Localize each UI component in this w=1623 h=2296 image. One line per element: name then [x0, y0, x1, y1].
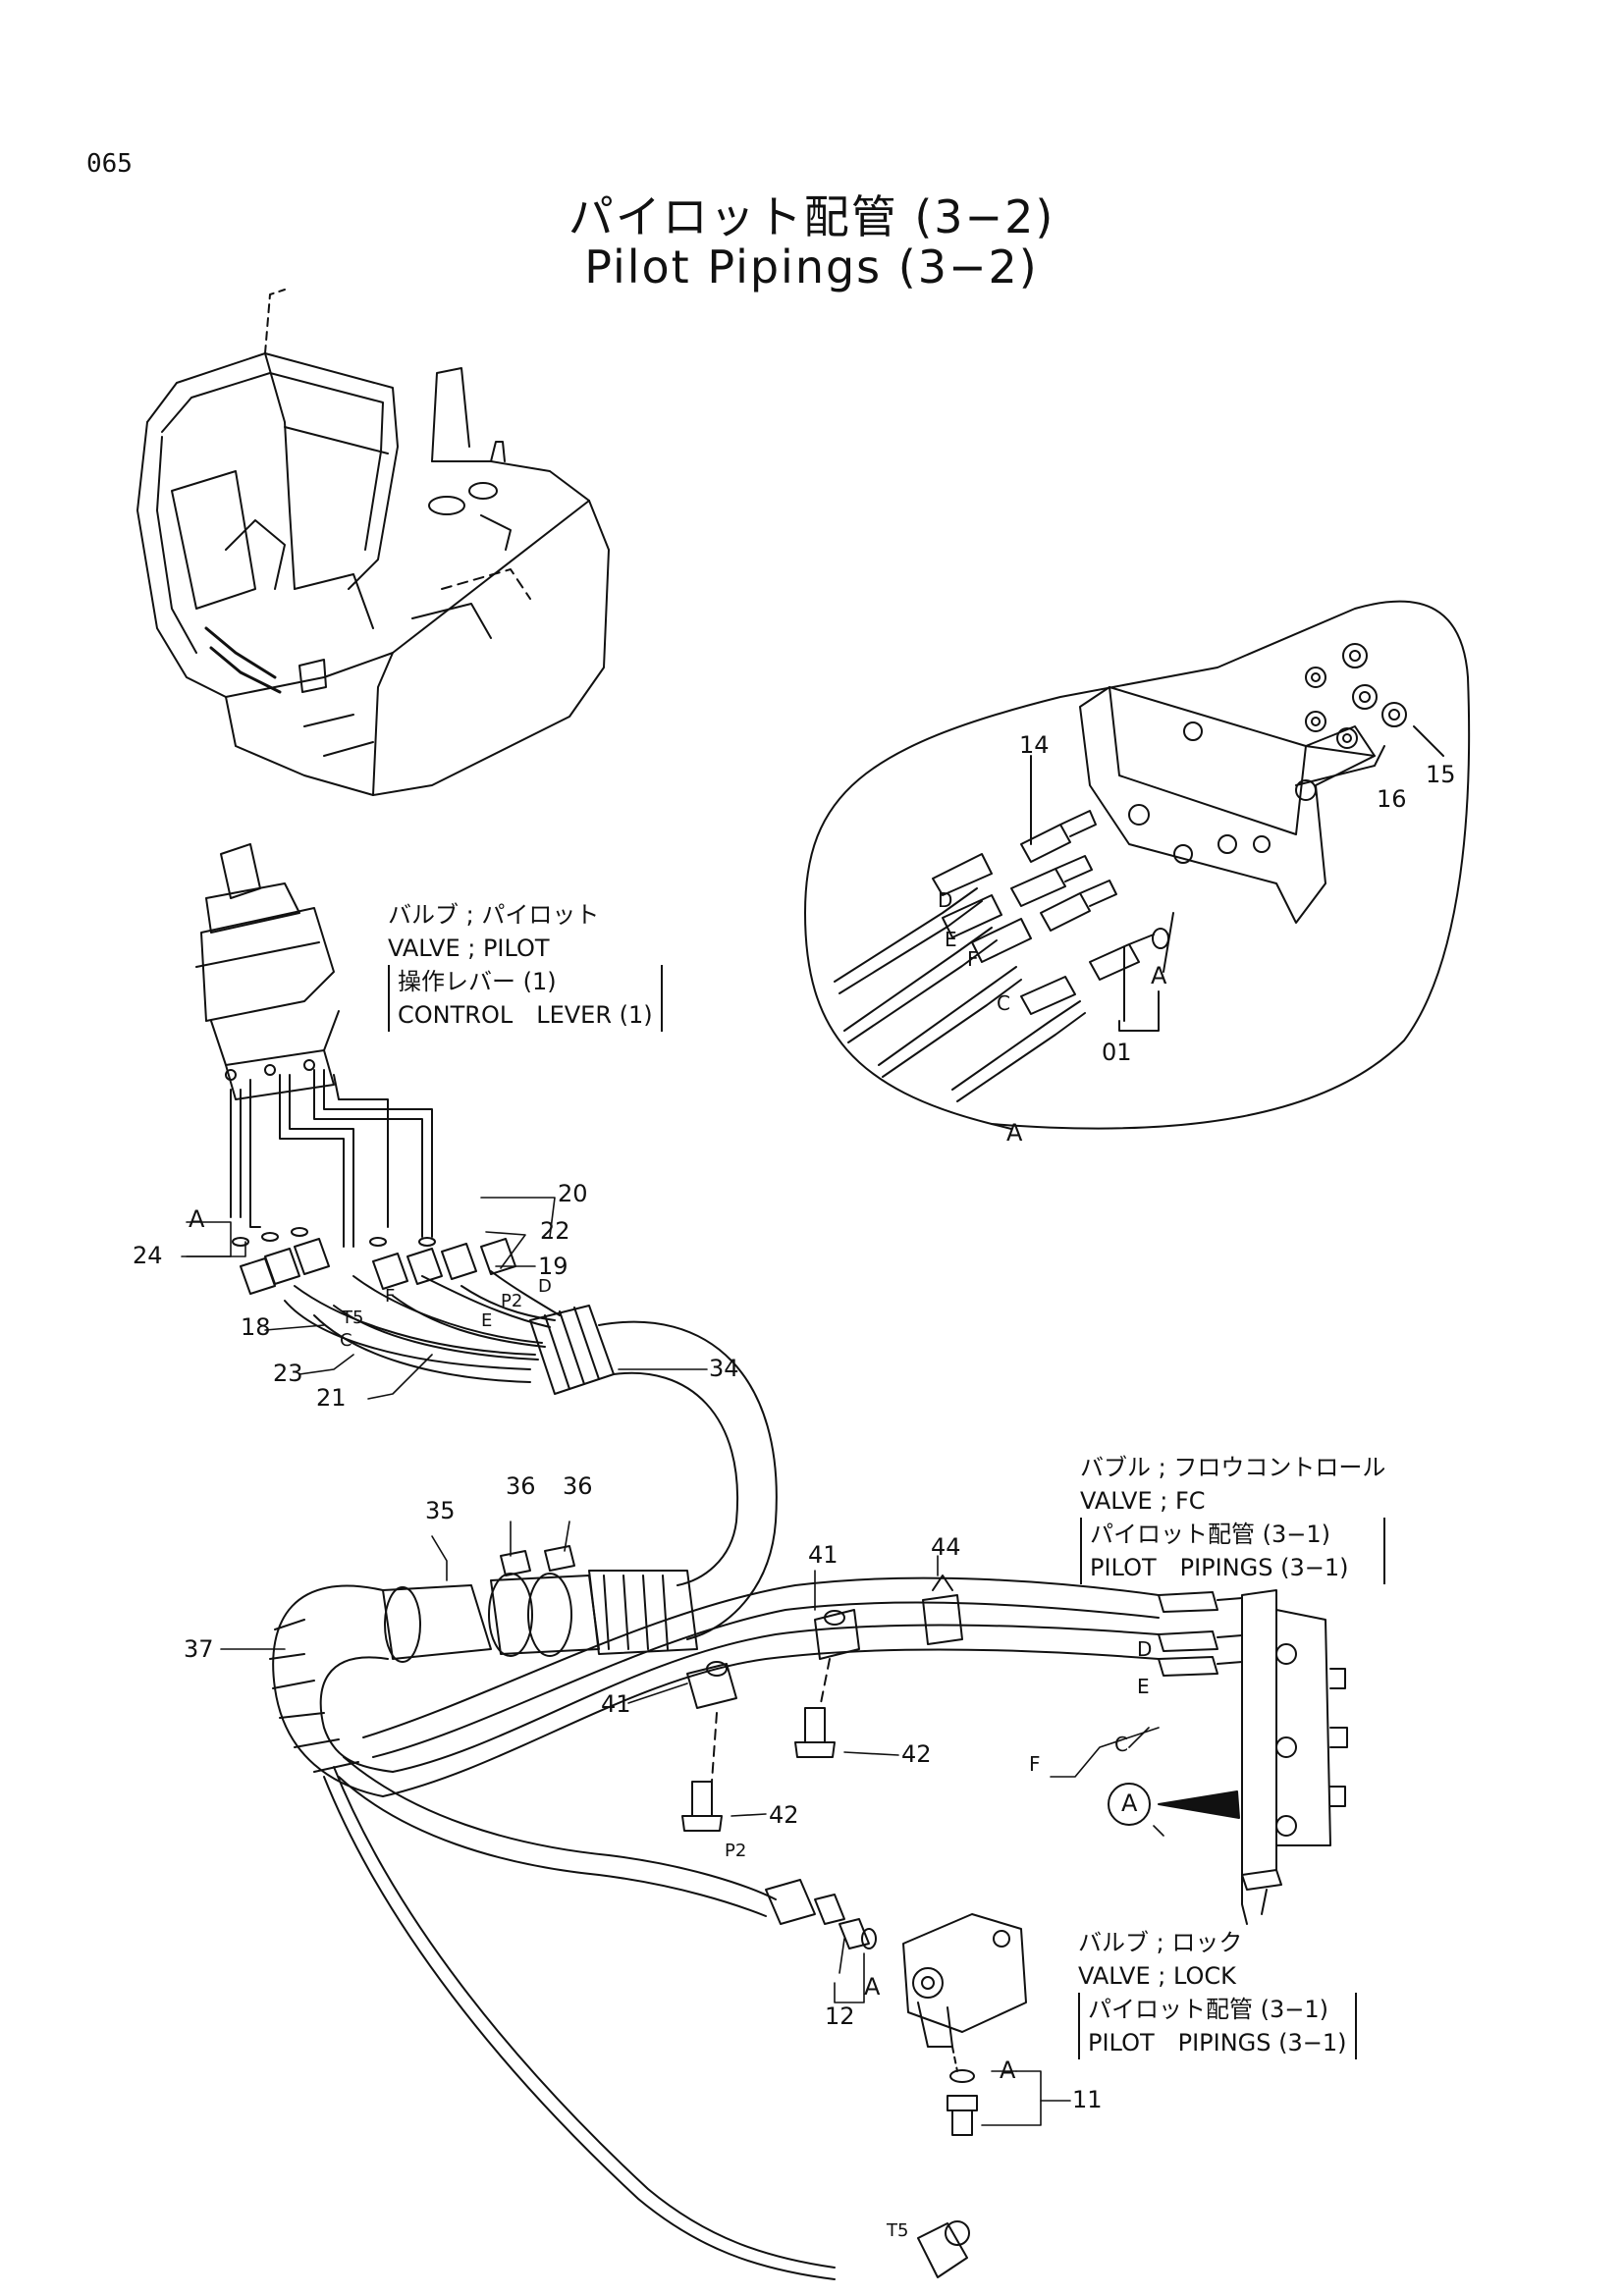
callout-21: 21: [316, 1384, 347, 1412]
hose-letter-t5-lower: T5: [887, 2220, 909, 2241]
callout-12: 12: [825, 2002, 855, 2030]
page-title-japanese: パイロット配管 (3−2): [568, 190, 1055, 243]
hose-letter-p2-upper: P2: [501, 1291, 523, 1311]
callout-41-lower: 41: [601, 1690, 631, 1718]
callout-37: 37: [184, 1635, 214, 1663]
port-letter-a-left: A: [189, 1205, 205, 1233]
hose-letter-f-fc: F: [1029, 1752, 1041, 1776]
hose-letter-d-upper: D: [538, 1276, 552, 1297]
callout-36-right: 36: [563, 1472, 593, 1500]
port-letter-a-lock-lower: A: [1000, 2056, 1016, 2084]
label-valve-pilot: バルブ ; パイロット VALVE ; PILOT 操作レバー (1) CONT…: [388, 898, 663, 1032]
view-letter-a-bottom: A: [1006, 1119, 1023, 1147]
label-valve-lock-en: VALVE ; LOCK: [1078, 1962, 1236, 1990]
hose-letter-p2-lower: P2: [725, 1841, 747, 1861]
label-valve-fc-en: VALVE ; FC: [1080, 1487, 1206, 1515]
callout-leader-lines: [182, 1198, 1163, 2125]
hose-letter-f-upper: F: [385, 1286, 396, 1307]
label-valve-lock-jp: バルブ ; ロック: [1078, 1929, 1243, 1956]
label-valve-pilot-en: VALVE ; PILOT: [388, 934, 550, 962]
pilot-valve-illustration: [196, 844, 515, 1294]
callout-14: 14: [1019, 731, 1050, 759]
label-valve-lock-ref: パイロット配管 (3−1) PILOT PIPINGS (3−1): [1078, 1993, 1357, 2059]
callout-41-upper: 41: [808, 1541, 839, 1569]
callout-22: 22: [540, 1217, 570, 1245]
callout-36-left: 36: [506, 1472, 536, 1500]
label-valve-fc-ref-en: PILOT PIPINGS (3−1): [1090, 1554, 1349, 1581]
hose-letter-c-fc: C: [1114, 1733, 1128, 1756]
label-valve-fc: バブル ; フロウコントロール VALVE ; FC パイロット配管 (3−1)…: [1080, 1451, 1386, 1584]
label-valve-lock-ref-en: PILOT PIPINGS (3−1): [1088, 2029, 1347, 2056]
label-valve-pilot-jp: バルブ ; パイロット: [388, 901, 600, 929]
view-a-arrow: [1109, 1784, 1239, 1825]
callout-01: 01: [1102, 1039, 1132, 1066]
callout-42-lower: 42: [769, 1801, 799, 1829]
hose-letter-e-fc: E: [1137, 1675, 1150, 1698]
label-valve-lock: バルブ ; ロック VALVE ; LOCK パイロット配管 (3−1) PIL…: [1078, 1926, 1357, 2059]
callout-20: 20: [558, 1180, 588, 1207]
port-letter-a-detail: A: [1151, 962, 1167, 989]
hose-letter-d-fc: D: [1137, 1637, 1153, 1661]
detail-view-a: [805, 602, 1469, 1129]
fc-valve-illustration: [1159, 1590, 1347, 1924]
callout-42-upper: 42: [901, 1740, 932, 1768]
lock-valve-illustration: [862, 1914, 1026, 2135]
callout-15: 15: [1426, 761, 1456, 788]
hose-letter-c-upper: C: [340, 1330, 352, 1351]
label-valve-lock-ref-jp: パイロット配管 (3−1): [1088, 1996, 1329, 2023]
port-letter-a-lock: A: [864, 1973, 881, 2001]
callout-35: 35: [425, 1497, 456, 1524]
label-valve-pilot-ref: 操作レバー (1) CONTROL LEVER (1): [388, 965, 663, 1032]
label-valve-pilot-ref-en: CONTROL LEVER (1): [398, 1001, 653, 1029]
hose-bundle-main: [270, 1546, 1159, 2279]
callout-11: 11: [1072, 2086, 1103, 2113]
page-number: 065: [86, 149, 133, 179]
hose-bundle-upper: [285, 1271, 777, 1639]
hose-letter-f-detail: F: [967, 947, 979, 971]
label-valve-fc-jp: バブル ; フロウコントロール: [1080, 1454, 1386, 1481]
hose-letter-e-detail: E: [945, 928, 957, 951]
view-a-arrow-letter: A: [1121, 1789, 1138, 1817]
label-valve-fc-ref: パイロット配管 (3−1) PILOT PIPINGS (3−1): [1080, 1518, 1386, 1584]
callout-34: 34: [709, 1355, 739, 1382]
callout-16: 16: [1377, 785, 1407, 813]
hose-letter-d-detail: D: [938, 888, 953, 912]
hose-letter-t5-upper: T5: [342, 1308, 364, 1328]
page-title-english: Pilot Pipings (3−2): [584, 240, 1039, 294]
callout-23: 23: [273, 1360, 303, 1387]
callout-19: 19: [538, 1253, 568, 1280]
callout-18: 18: [241, 1313, 271, 1341]
hose-letter-e-upper: E: [481, 1310, 493, 1331]
label-valve-fc-ref-jp: パイロット配管 (3−1): [1090, 1521, 1331, 1548]
excavator-overview-illustration: [137, 290, 609, 795]
hose-letter-c-detail: C: [997, 991, 1010, 1015]
label-valve-pilot-ref-jp: 操作レバー (1): [398, 968, 557, 995]
callout-44: 44: [931, 1533, 961, 1561]
callout-24: 24: [133, 1242, 163, 1269]
